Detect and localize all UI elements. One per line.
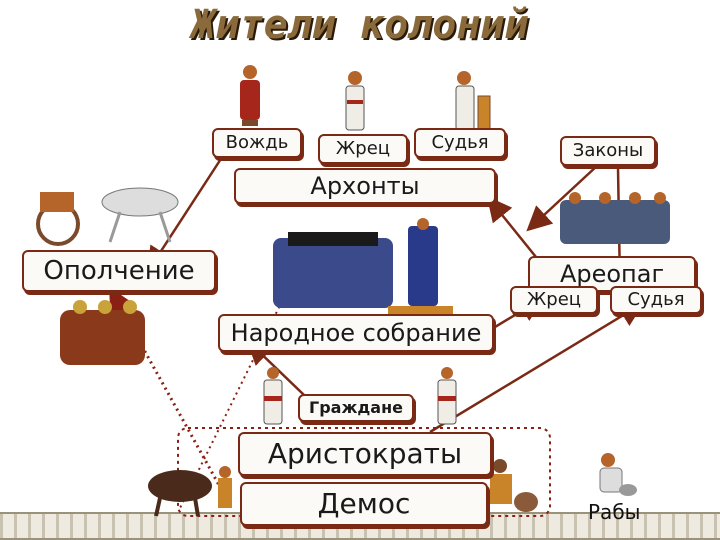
vozhd-box: Вождь (212, 128, 302, 158)
narodnoe-sobranie-label: Народное собрание (230, 319, 482, 347)
chariot-figure (30, 162, 188, 248)
arrow-grazhdane-to-areopag (429, 302, 645, 434)
arkhonty-label: Архонты (310, 172, 420, 200)
zakony-box: Законы (560, 136, 656, 166)
sudya-label: Судья (431, 132, 489, 153)
grazhdane-label: Граждане (309, 398, 403, 417)
grazhdane-box: Граждане (298, 394, 414, 422)
soldiers-figure (55, 295, 150, 375)
arrow-vozhd-to-opolchenie (147, 147, 230, 273)
areopag-zhrec-label: Жрец (526, 289, 582, 310)
sudya-box: Судья (414, 128, 506, 158)
areopag-label: Ареопаг (559, 260, 665, 288)
areopag-sudya-label: Судья (627, 289, 685, 310)
slave-figure (594, 450, 638, 498)
zhrec-box: Жрец (318, 134, 408, 164)
chief-figure (232, 64, 268, 128)
zakony-label: Законы (572, 140, 644, 161)
opolchenie-label: Ополчение (43, 256, 195, 286)
potter-figure (480, 458, 540, 516)
zhrec-label: Жрец (335, 138, 391, 159)
page-title: Жители колоний (191, 2, 529, 48)
narodnoe-sobranie-box: Народное собрание (218, 314, 494, 352)
oxen-plough-figure (140, 458, 240, 518)
judge-figure (452, 70, 492, 134)
areopag-council-figure (560, 190, 670, 250)
arrow-areopag-to-arkhonty (486, 196, 541, 263)
arrow-zakony-to-arkhonty (526, 164, 599, 232)
opolchenie-box: Ополчение (22, 250, 216, 292)
vozhd-label: Вождь (225, 132, 289, 153)
priest-figure (338, 70, 372, 134)
aristokraty-box: Аристократы (238, 432, 492, 476)
arkhonty-box: Архонты (234, 168, 496, 204)
dotted-arrow-demos-to-opolchenie (109, 286, 232, 506)
citizen-right-figure (432, 366, 462, 426)
citizen-left-figure (258, 366, 288, 426)
areopag-sudya-box: Судья (610, 286, 702, 314)
demos-box: Демос (240, 482, 488, 526)
demos-label: Демос (317, 487, 411, 520)
areopag-zhrec-box: Жрец (510, 286, 598, 314)
raby-label: Рабы (588, 500, 641, 524)
dotted-frame-grazhdane (177, 427, 551, 517)
aristokraty-label: Аристократы (267, 437, 463, 470)
assembly-crowd-figure (268, 218, 458, 318)
